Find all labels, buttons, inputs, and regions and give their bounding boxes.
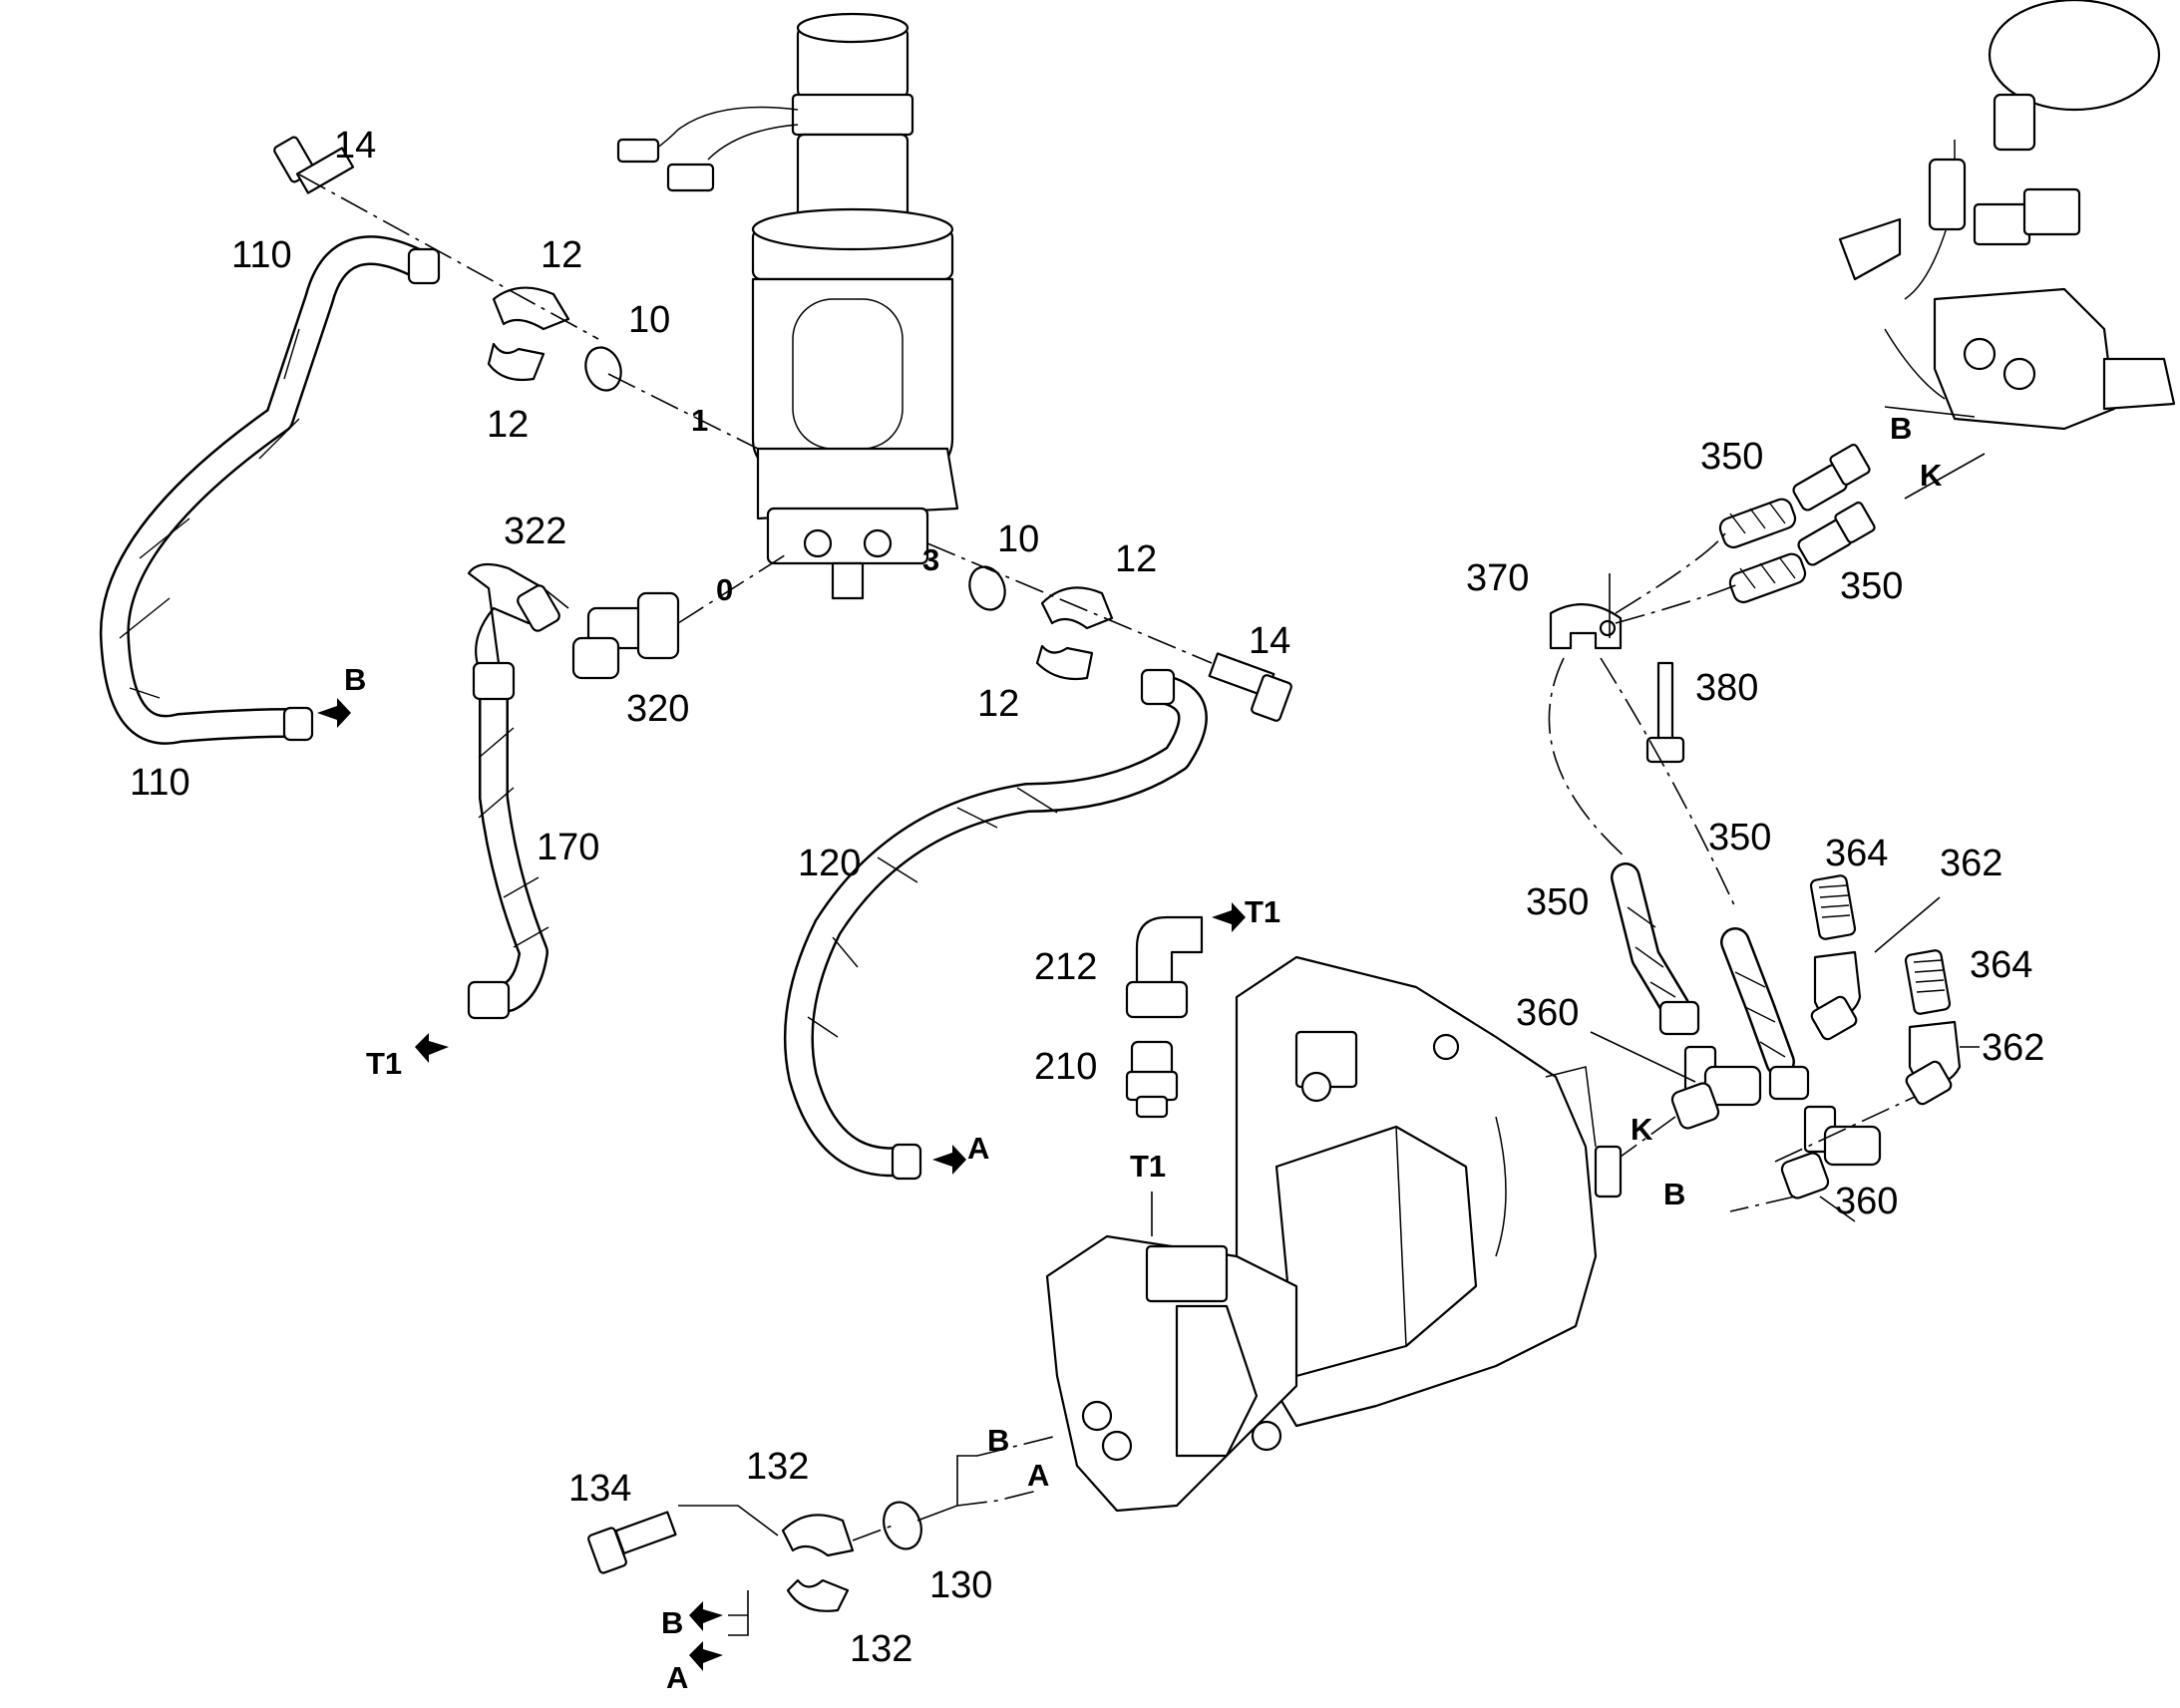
- callout-210: 210: [1034, 1046, 1097, 1088]
- callout-350-right: 350: [1708, 817, 1771, 858]
- callout-362-upper: 362: [1940, 843, 2002, 884]
- callout-10-top: 10: [628, 299, 670, 341]
- valve-block-assembly: [1838, 0, 2176, 431]
- callout-322: 322: [504, 511, 566, 552]
- callout-b-bottom-flange: B: [987, 1423, 1009, 1458]
- o-ring-10-right: [968, 565, 1006, 611]
- callout-t1-nipple210: T1: [1130, 1149, 1166, 1184]
- hose-120: [783, 668, 1208, 1181]
- elbow-362-upper: [1810, 950, 1862, 1041]
- tee-320: [571, 591, 680, 680]
- callout-b-bottom: B: [661, 1605, 683, 1640]
- callout-0: 0: [716, 572, 733, 607]
- callout-b-valve: B: [1890, 411, 1912, 446]
- bolt-134: [587, 1511, 677, 1574]
- callout-110-bottom: 110: [130, 762, 190, 804]
- callout-350-upper: 350: [1700, 436, 1763, 478]
- callout-132-upper: 132: [746, 1446, 809, 1488]
- callout-12-top-upper: 12: [541, 234, 582, 276]
- callout-364-lower: 364: [1970, 944, 2032, 986]
- cap-364-upper: [1809, 874, 1857, 940]
- o-ring-130: [883, 1501, 922, 1550]
- callout-364-upper: 364: [1825, 833, 1888, 874]
- callout-12-right-lower: 12: [977, 683, 1019, 725]
- callout-212: 212: [1034, 946, 1097, 988]
- callout-110-top: 110: [231, 234, 292, 276]
- elbow-322: [467, 562, 560, 670]
- callout-320: 320: [626, 688, 689, 730]
- callout-370: 370: [1466, 557, 1529, 599]
- clamp-halves-12-right: [1035, 586, 1114, 681]
- callout-130: 130: [929, 1564, 992, 1606]
- callout-14-top: 14: [334, 125, 376, 167]
- callout-380: 380: [1695, 667, 1758, 709]
- callout-k-pump: K: [1631, 1112, 1653, 1147]
- elbow-362-lower: [1905, 1020, 1962, 1106]
- hose-110: [99, 235, 441, 745]
- callout-a-hose120: A: [967, 1131, 989, 1166]
- clamp-halves-12-top: [487, 286, 570, 382]
- elbow-212: [1125, 915, 1204, 1019]
- callout-10-right: 10: [997, 518, 1039, 560]
- port-arrow-b-hose110: [317, 698, 351, 728]
- hose-350-right-vertical: [1720, 927, 1810, 1101]
- callout-170: 170: [537, 827, 599, 868]
- main-pump-assembly: [1045, 955, 1623, 1513]
- callout-132-lower: 132: [850, 1628, 912, 1670]
- nipple-210: [1125, 1040, 1179, 1119]
- callout-t1-elbow212: T1: [1245, 894, 1280, 929]
- port-arrow-a-bottom: [689, 1641, 723, 1671]
- callout-12-right-upper: 12: [1115, 538, 1157, 580]
- callout-3: 3: [922, 542, 939, 577]
- clamp-halves-132: [781, 1514, 855, 1612]
- hose-170: [467, 661, 549, 1020]
- tee-360-upper: [1670, 1045, 1762, 1130]
- callout-350-lower: 350: [1840, 565, 1903, 607]
- callout-12-top-lower: 12: [487, 404, 529, 446]
- tee-360-lower: [1780, 1105, 1882, 1199]
- callout-a-bottom: A: [666, 1660, 688, 1695]
- callout-350-left: 350: [1526, 881, 1589, 923]
- port-arrow-a-hose120: [932, 1145, 966, 1175]
- clamp-370: [1549, 603, 1623, 650]
- port-arrow-t1-elbow212: [1212, 902, 1246, 932]
- callout-b-hose110: B: [344, 662, 366, 697]
- callout-120: 120: [798, 843, 861, 884]
- port-arrow-b-bottom: [689, 1601, 723, 1631]
- callout-t1-hose170: T1: [366, 1046, 402, 1081]
- cap-364-lower: [1904, 949, 1952, 1015]
- callout-1: 1: [691, 403, 708, 438]
- hose-350-lower: [1728, 502, 1876, 604]
- o-ring-10-top: [584, 346, 622, 392]
- callout-360-lower: 360: [1835, 1181, 1898, 1222]
- callout-134: 134: [568, 1468, 631, 1510]
- swivel-motor-assembly: [616, 12, 959, 600]
- callout-360-upper: 360: [1516, 992, 1579, 1034]
- callout-a-bottom-flange: A: [1027, 1458, 1049, 1493]
- hose-350-upper: [1718, 444, 1871, 549]
- bolt-14-right: [1208, 652, 1292, 722]
- callout-14-right: 14: [1249, 620, 1290, 662]
- port-arrow-t1-hose170: [415, 1033, 449, 1063]
- callout-b-pump: B: [1663, 1177, 1685, 1211]
- bolt-380: [1645, 661, 1685, 764]
- callout-362-lower: 362: [1982, 1027, 2044, 1069]
- hose-350-left-vertical: [1611, 862, 1700, 1036]
- callout-k-valve: K: [1920, 458, 1943, 493]
